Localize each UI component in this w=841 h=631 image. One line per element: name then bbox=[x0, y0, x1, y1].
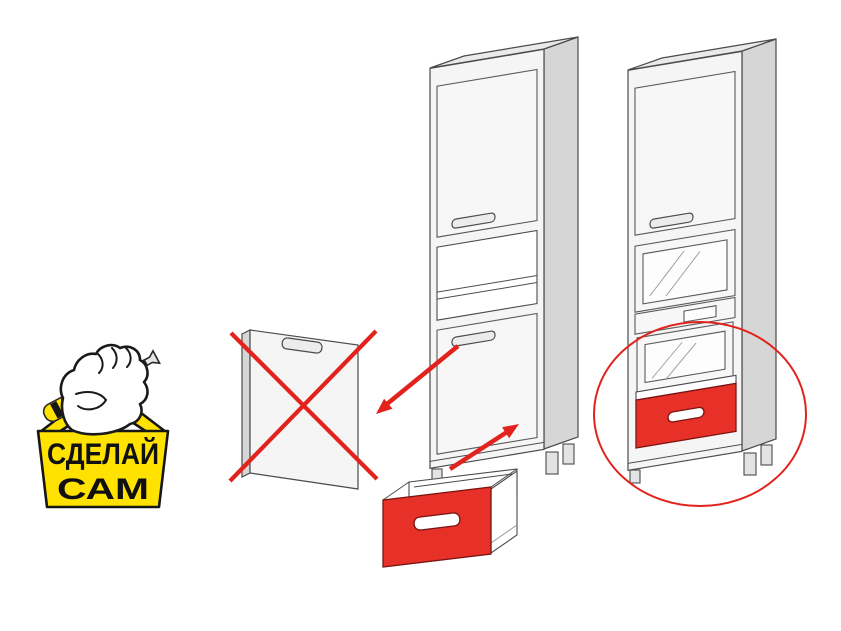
logo-text-box bbox=[36, 429, 170, 509]
oven-display bbox=[683, 305, 717, 323]
door-handle bbox=[281, 337, 323, 354]
drawer-rim-edge bbox=[382, 481, 410, 501]
cross-line bbox=[228, 329, 378, 483]
fist-icon bbox=[59, 343, 149, 436]
cabinet-foot bbox=[760, 444, 773, 466]
fist-thumb-line bbox=[75, 391, 108, 411]
cabinet-foot bbox=[629, 469, 641, 484]
handle-stripe bbox=[50, 401, 64, 419]
logo-line1: СДЕЛАЙ bbox=[47, 437, 159, 471]
plinth-line bbox=[430, 441, 544, 462]
arrow-to-rejected-door bbox=[385, 344, 460, 406]
drawer-rim-inner bbox=[413, 473, 513, 488]
rejected-door-panel bbox=[228, 329, 379, 490]
arrowhead bbox=[502, 424, 519, 439]
arrow-to-cabinet bbox=[448, 430, 509, 471]
upper-door bbox=[634, 70, 736, 236]
screwdriver-blade bbox=[143, 349, 161, 367]
cabinet-foot bbox=[562, 443, 575, 465]
cabinet-side-face bbox=[741, 38, 777, 452]
drawer-handle bbox=[413, 512, 461, 531]
glass-reflection bbox=[665, 251, 701, 297]
upper-door-handle bbox=[451, 212, 496, 229]
cabinet-foot bbox=[743, 452, 757, 476]
upper-door bbox=[436, 68, 538, 238]
fist-knuckle-lines bbox=[97, 347, 132, 374]
lower-door-handle bbox=[451, 330, 496, 347]
highlight-ellipse bbox=[593, 321, 807, 507]
cabinet-side-face bbox=[543, 36, 579, 450]
door-front bbox=[249, 329, 359, 490]
drawer-rim-edge bbox=[490, 468, 518, 488]
glass-reflection bbox=[665, 342, 697, 380]
glass-reflection bbox=[651, 342, 683, 379]
plinth-line bbox=[628, 443, 742, 464]
logo-line2: САМ bbox=[57, 473, 149, 506]
loose-drawer bbox=[382, 468, 518, 568]
oven-glass bbox=[642, 239, 728, 305]
cabinet-carcass bbox=[429, 36, 579, 483]
assembled-cabinet bbox=[627, 38, 777, 484]
glass-reflection bbox=[649, 250, 685, 296]
swap-arrows bbox=[376, 344, 519, 471]
installed-drawer-handle bbox=[667, 406, 705, 423]
drawer-runner bbox=[490, 524, 518, 544]
upper-door-handle bbox=[649, 212, 694, 229]
cabinet-foot bbox=[545, 451, 559, 475]
open-niche bbox=[436, 229, 538, 321]
arrowhead bbox=[376, 398, 393, 414]
shelf-edge bbox=[437, 275, 537, 293]
shelf-edge bbox=[437, 282, 537, 300]
diy-logo: СДЕЛАЙ САМ bbox=[36, 343, 170, 509]
